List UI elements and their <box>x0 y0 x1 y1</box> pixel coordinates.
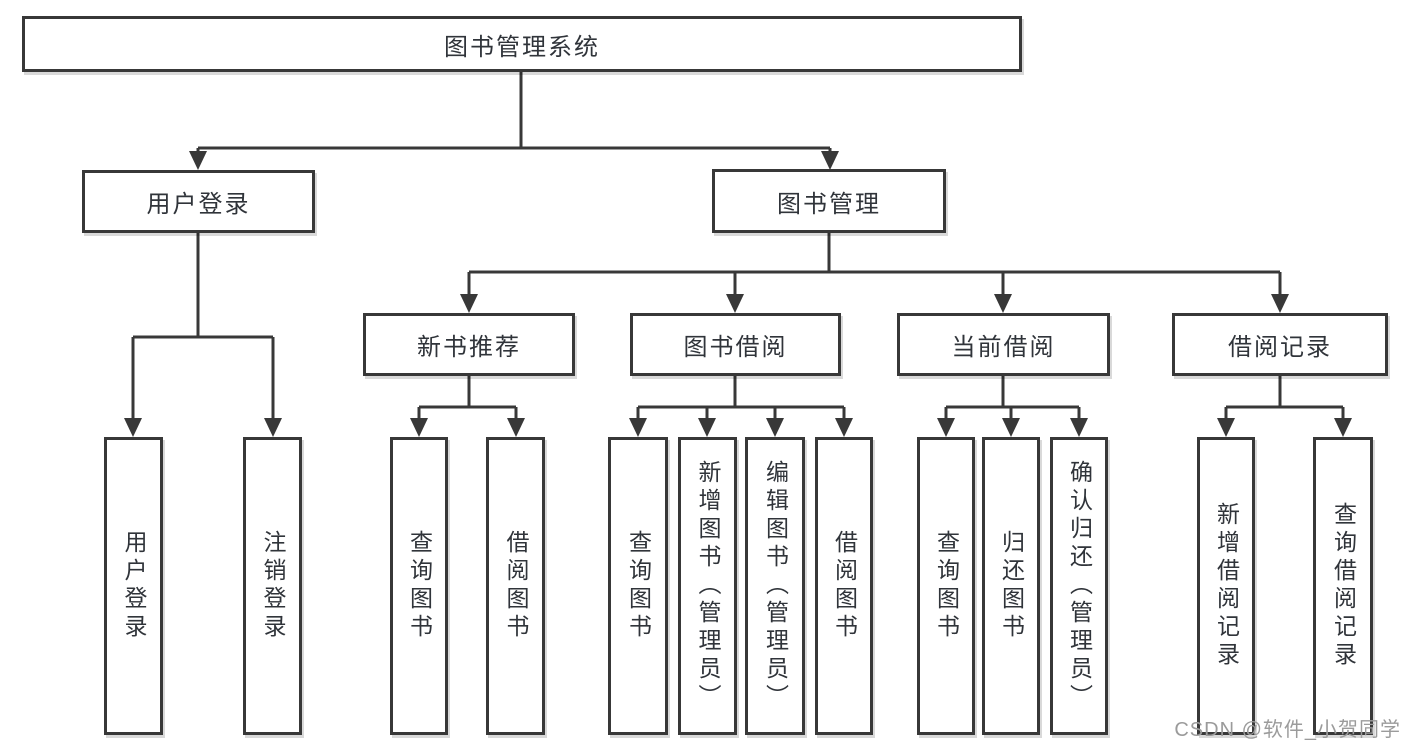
connector-line <box>636 376 846 420</box>
connector-line <box>131 233 275 420</box>
leaf-query-books-1-label: 查询图书 <box>406 530 433 642</box>
leaf-add-book-admin: 新增图书（管理员） <box>678 437 737 735</box>
node-library-system: 图书管理系统 <box>22 16 1022 72</box>
node-user-login-branch: 用户登录 <box>82 170 315 233</box>
arrow-down-icon <box>124 418 142 437</box>
node-borrow-records-label: 借阅记录 <box>1228 334 1332 361</box>
arrow-down-icon <box>1271 294 1289 313</box>
leaf-confirm-return-admin-label: 确认归还（管理员） <box>1066 460 1093 712</box>
leaf-borrow-books-2-label: 借阅图书 <box>831 530 858 642</box>
arrow-down-icon <box>1002 418 1020 437</box>
connector-line <box>196 72 832 153</box>
node-book-borrowing-label: 图书借阅 <box>683 334 788 361</box>
connector-line <box>417 376 518 420</box>
node-current-borrowing: 当前借阅 <box>897 313 1110 376</box>
leaf-logout: 注销登录 <box>243 437 302 735</box>
leaf-query-books-3-label: 查询图书 <box>933 530 960 642</box>
node-book-management-label: 图书管理 <box>777 190 881 218</box>
leaf-borrow-books-1: 借阅图书 <box>486 437 545 735</box>
leaf-borrow-books-2: 借阅图书 <box>815 437 873 735</box>
node-new-book-recommend-label: 新书推荐 <box>417 334 521 361</box>
leaf-query-books-2-label: 查询图书 <box>625 530 652 642</box>
node-book-borrowing: 图书借阅 <box>630 313 841 376</box>
connector-line <box>1224 376 1345 420</box>
connector-line <box>944 376 1081 420</box>
leaf-edit-book-admin: 编辑图书（管理员） <box>745 437 805 735</box>
leaf-return-books-label: 归还图书 <box>998 530 1025 642</box>
arrow-down-icon <box>937 418 955 437</box>
connector-line <box>467 233 1282 295</box>
node-borrow-records: 借阅记录 <box>1172 313 1388 376</box>
arrow-down-icon <box>726 294 744 313</box>
leaf-confirm-return-admin: 确认归还（管理员） <box>1050 437 1108 735</box>
leaf-query-books-1: 查询图书 <box>390 437 448 735</box>
node-new-book-recommend: 新书推荐 <box>363 313 575 376</box>
node-book-management: 图书管理 <box>712 169 946 233</box>
arrow-down-icon <box>264 418 282 437</box>
arrow-down-icon <box>821 151 839 170</box>
leaf-borrow-books-1-label: 借阅图书 <box>503 530 529 642</box>
arrow-down-icon <box>507 418 525 437</box>
arrow-down-icon <box>1070 418 1088 437</box>
arrow-down-icon <box>410 418 428 437</box>
leaf-query-borrow-record-label: 查询借阅记录 <box>1330 502 1357 670</box>
arrow-down-icon <box>835 418 853 437</box>
leaf-user-login: 用户登录 <box>104 437 163 735</box>
arrow-down-icon <box>189 151 207 170</box>
leaf-add-borrow-record-label: 新增借阅记录 <box>1213 502 1240 670</box>
arrow-down-icon <box>698 418 716 437</box>
leaf-query-books-3: 查询图书 <box>917 437 975 735</box>
arrow-down-icon <box>1334 418 1352 437</box>
leaf-logout-label: 注销登录 <box>260 530 286 642</box>
node-user-login-branch-label: 用户登录 <box>146 191 251 218</box>
leaf-add-borrow-record: 新增借阅记录 <box>1197 437 1255 735</box>
arrow-down-icon <box>766 418 784 437</box>
arrow-down-icon <box>460 294 478 313</box>
leaf-user-login-label: 用户登录 <box>121 530 147 642</box>
arrow-down-icon <box>629 418 647 437</box>
leaf-edit-book-admin-label: 编辑图书（管理员） <box>762 460 789 712</box>
leaf-return-books: 归还图书 <box>982 437 1040 735</box>
csdn-watermark: CSDN @软件_小贺同学 <box>1174 719 1401 741</box>
node-library-system-label: 图书管理系统 <box>444 33 600 61</box>
arrow-down-icon <box>1217 418 1235 437</box>
node-current-borrowing-label: 当前借阅 <box>951 334 1056 361</box>
arrow-down-icon <box>994 294 1012 313</box>
leaf-query-borrow-record: 查询借阅记录 <box>1313 437 1373 735</box>
leaf-add-book-admin-label: 新增图书（管理员） <box>695 460 721 712</box>
leaf-query-books-2: 查询图书 <box>608 437 668 735</box>
